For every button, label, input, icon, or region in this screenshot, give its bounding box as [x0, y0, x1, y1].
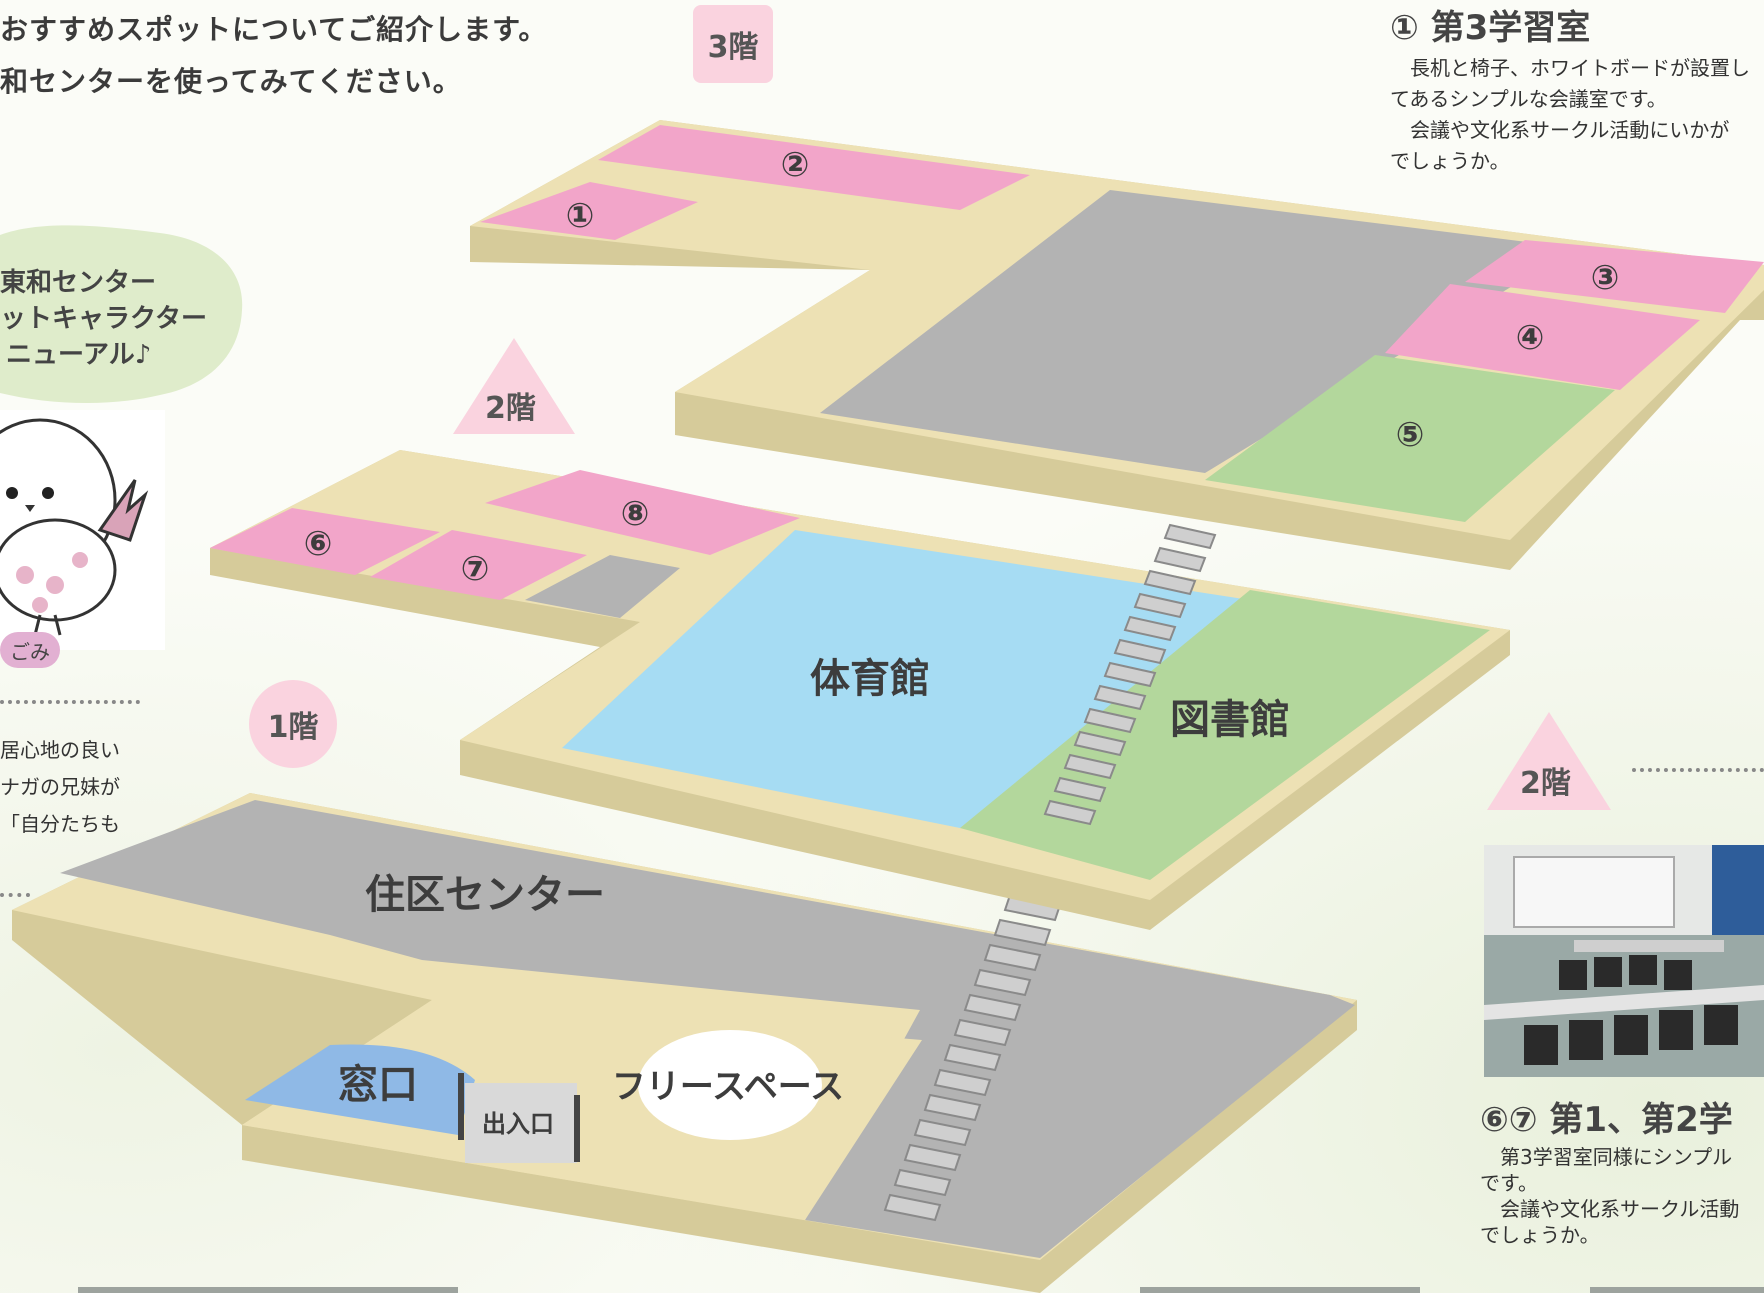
dotted-divider-right [1632, 768, 1764, 772]
entrance-label: 出入口 [482, 1110, 554, 1138]
room-1-marker: ① [566, 196, 595, 236]
stairs-1f-2f [883, 893, 1062, 1222]
mascot-name-badge: ごみ [0, 632, 60, 668]
room-5-marker: ⑤ [1396, 415, 1425, 455]
bottom-photo-right [1590, 1287, 1764, 1293]
floor-2f-plate [210, 450, 1510, 930]
mascot-desc-line-2: ナガの兄妹が [0, 775, 120, 799]
room-6-marker: ⑥ [304, 524, 333, 564]
counter-area [245, 1044, 475, 1135]
room67-title: ⑥⑦ 第1、第2学 [1480, 1100, 1733, 1140]
room67-line-3: 会議や文化系サークル活動 [1480, 1197, 1740, 1221]
bubble-line-2: ットキャラクター [0, 304, 207, 334]
room1-line-3: 会議や文化系サークル活動にいかが [1390, 118, 1730, 142]
floor-2f-label: 2階 [485, 391, 536, 426]
room1-line-2: てあるシンプルな会議室です。 [1390, 87, 1667, 111]
free-space-label: フリースペース [612, 1067, 844, 1107]
intro-line-2: 和センターを使ってみてください。 [0, 65, 462, 98]
floor-badge-1f: 1階 [249, 680, 337, 768]
mascot-name-text: ごみ [10, 639, 50, 664]
mascot-bird-illustration [0, 410, 165, 650]
room1-line-4: でしょうか。 [1390, 149, 1510, 173]
room-2-marker: ② [781, 145, 810, 185]
entrance-area [465, 1083, 577, 1163]
counter-label: 窓口 [338, 1062, 418, 1108]
bottom-photo-middle [1140, 1287, 1420, 1293]
map-labels: ① ② ③ ④ ⑤ ⑥ ⑦ ⑧ 体育館 図書館 住区センター 窓口 出入口 フリ… [304, 145, 1620, 1138]
mascot-desc-line-3: 「自分たちも [0, 812, 120, 836]
bubble-line-1: 東和センター [0, 268, 157, 298]
room-7-marker: ⑦ [461, 549, 490, 589]
floor-1f-plate [12, 793, 1357, 1293]
room-photo [1484, 845, 1764, 1077]
dotted-divider-2 [0, 893, 30, 897]
bottom-photo-left [78, 1287, 458, 1293]
floor-badge-2f-side-triangle [1487, 712, 1611, 810]
room-4-marker: ④ [1516, 318, 1545, 358]
intro-line-1: おすすめスポットについてご紹介します。 [0, 13, 548, 46]
resident-center-label: 住区センター [365, 872, 605, 918]
room-3-marker: ③ [1591, 258, 1620, 298]
speech-bubble [0, 225, 243, 404]
free-space-spot [638, 1030, 822, 1140]
room-8-marker: ⑧ [621, 494, 650, 534]
dotted-divider [0, 700, 140, 704]
gym-label: 体育館 [810, 656, 930, 702]
stairs-2f-3f [1043, 523, 1217, 826]
floor-badge-3f: 3階 [693, 5, 773, 83]
floor-3f-plate [470, 120, 1764, 570]
room67-line-1: 第3学習室同様にシンプル [1480, 1145, 1733, 1169]
mascot-desc-line-1: 居心地の良い [0, 738, 120, 762]
floor-3f-label: 3階 [707, 30, 759, 65]
room67-line-2: です。 [1480, 1171, 1538, 1195]
bubble-line-3: ニューアル♪ [6, 340, 152, 370]
room1-title: ① 第3学習室 [1390, 8, 1591, 48]
floor-1f-label: 1階 [267, 710, 319, 745]
floor-2f-side-label: 2階 [1520, 766, 1571, 801]
library-label: 図書館 [1170, 697, 1290, 743]
room1-line-1: 長机と椅子、ホワイトボードが設置し [1390, 56, 1750, 80]
room67-line-4: でしょうか。 [1480, 1223, 1600, 1247]
floor-badge-2f-triangle [453, 338, 575, 434]
